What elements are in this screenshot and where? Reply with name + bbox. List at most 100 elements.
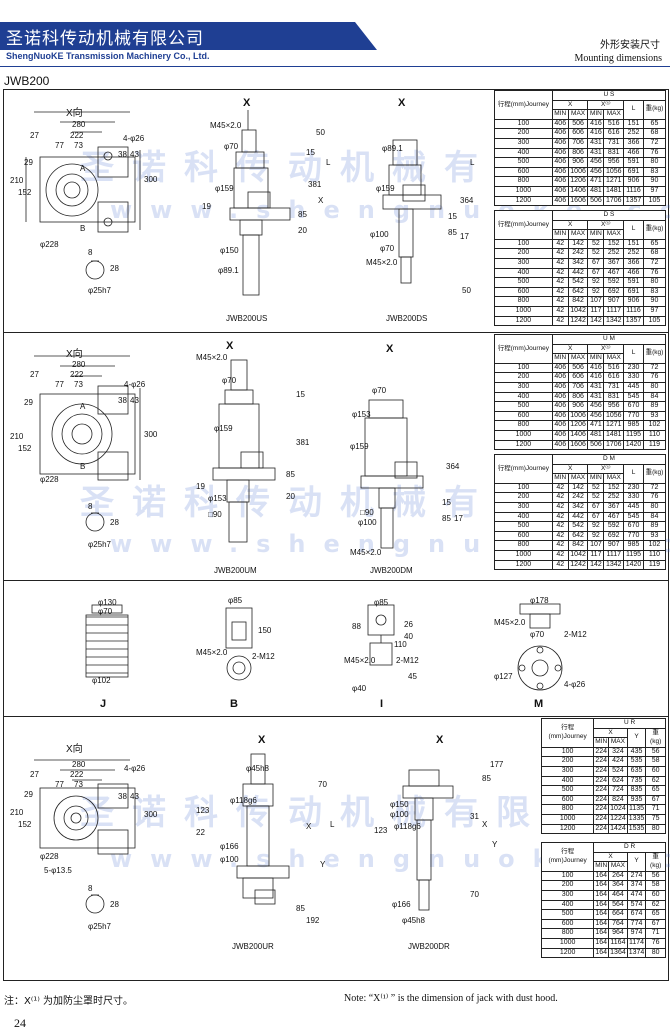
table-cell: 364 <box>608 880 628 891</box>
dim-label: 300 <box>144 430 158 439</box>
table-cell: 406 <box>551 362 569 374</box>
dim-label: φ166 <box>220 842 239 851</box>
table-cell: 1242 <box>567 315 589 327</box>
table-cell: 800 <box>540 928 595 939</box>
table-cell: 152 <box>603 238 625 250</box>
table-cell: 300 <box>540 765 595 777</box>
dim-label: 210 <box>10 808 24 817</box>
table-cell: 1357 <box>623 315 644 327</box>
table-cell: 800 <box>494 540 553 551</box>
dim-label: 2-M12 <box>564 630 587 639</box>
caption-um: JWB200UM <box>214 566 257 575</box>
dm-elevation-drawing <box>360 399 424 549</box>
table-cell: 330 <box>623 492 644 503</box>
table-cell: 974 <box>626 928 647 939</box>
table-cell: 42 <box>551 521 569 532</box>
dim-label: 210 <box>10 176 24 185</box>
dim-label: 38 <box>118 396 127 405</box>
x-arrow-label: X <box>436 734 444 746</box>
table-cell: 600 <box>540 918 595 930</box>
dim-label: Y <box>320 860 326 869</box>
table-cell: 200 <box>494 248 553 259</box>
table-cell: 642 <box>567 286 589 298</box>
table-cell: 102 <box>642 420 667 431</box>
dim-label: 364 <box>460 196 474 205</box>
table-cell: 670 <box>623 401 644 412</box>
table-cell: 80 <box>642 157 667 168</box>
col-min: MIN <box>587 473 605 484</box>
dim-label: 38 <box>118 150 127 159</box>
table-cell: 200 <box>494 128 553 139</box>
dim-label: 27 <box>30 770 39 779</box>
col-stroke: 行程(mm)Journey <box>494 210 553 240</box>
table-cell: 635 <box>626 765 647 777</box>
caption-dm: JWB200DM <box>370 566 413 575</box>
table-cell: 252 <box>623 128 644 139</box>
dim-label: X <box>318 196 324 205</box>
dim-label: φ159 <box>350 442 369 451</box>
table-cell: 906 <box>623 176 644 187</box>
table-cell: 600 <box>540 794 595 806</box>
table-cell: 224 <box>593 813 610 825</box>
dim-label: φ70 <box>530 630 545 639</box>
dim-label: 70 <box>470 890 479 899</box>
dim-label: 19 <box>202 202 211 211</box>
col-min: MIN <box>587 109 605 120</box>
page-number: 24 <box>14 1016 26 1030</box>
table-cell: 842 <box>567 540 589 551</box>
col-stroke: 行程(mm)Journey <box>540 842 595 872</box>
table-cell: 1117 <box>603 549 625 561</box>
dim-label: 152 <box>18 444 32 453</box>
dim-label: φ159 <box>376 184 395 193</box>
dim-label: □90 <box>208 510 222 519</box>
table-cell: 80 <box>645 947 666 959</box>
dim-label: B <box>80 462 86 471</box>
table-cell: 72 <box>642 137 667 149</box>
dim-label: 20 <box>298 226 307 235</box>
caption-ds: JWB200DS <box>386 314 428 323</box>
table-cell: 600 <box>494 166 553 178</box>
table-cell: 52 <box>587 238 605 250</box>
dim-label: L <box>330 820 335 829</box>
table-cell: 674 <box>626 909 647 920</box>
table-cell: 80 <box>642 501 667 513</box>
x-arrow-label: X <box>226 340 234 352</box>
table-cell: 442 <box>567 267 589 279</box>
table-cell: 935 <box>626 794 647 806</box>
table-cell: 119 <box>642 439 667 451</box>
table-cell: 42 <box>551 559 569 571</box>
dim-label: M45×2.0 <box>366 258 398 267</box>
x-view-label: X向 <box>66 108 83 119</box>
dim-label: φ45h8 <box>402 916 425 925</box>
table-cell: 471 <box>587 176 605 187</box>
table-cell: 545 <box>623 511 644 523</box>
table-cell: 84 <box>642 391 667 403</box>
table-cell: 406 <box>551 439 569 451</box>
table-cell: 545 <box>623 391 644 403</box>
table-cell: 600 <box>494 530 553 542</box>
table-title: D R <box>593 842 666 853</box>
dim-label: 50 <box>462 286 471 295</box>
x-arrow-label: X <box>386 343 394 355</box>
dim-label: φ45h8 <box>246 764 269 773</box>
table-cell: 535 <box>626 756 647 767</box>
table-cell: 1406 <box>567 429 589 441</box>
dim-label: 15 <box>448 212 457 221</box>
dim-label: M45×2.0 <box>196 648 228 657</box>
dim-label: 88 <box>352 622 361 631</box>
table-cell: 42 <box>551 501 569 513</box>
table-cell: 800 <box>494 176 553 187</box>
table-cell: 76 <box>642 492 667 503</box>
dim-label: 150 <box>258 626 272 635</box>
dim-label: □90 <box>360 508 374 517</box>
table-cell: 1200 <box>494 559 553 571</box>
table-cell: 416 <box>587 362 605 374</box>
